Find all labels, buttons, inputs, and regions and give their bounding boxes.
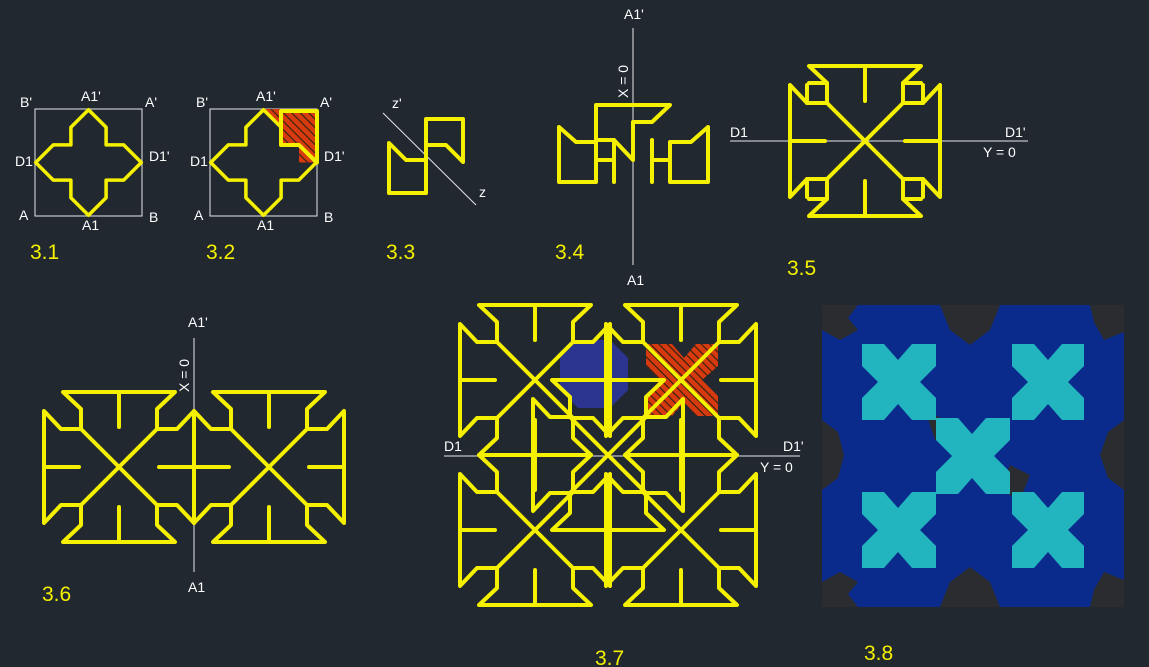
axis-label: X = 0: [176, 359, 192, 392]
hatched-quadrant-outline: [279, 109, 319, 165]
label-d1-prime: D1': [324, 148, 345, 164]
label-d1-prime: D1': [149, 148, 170, 164]
figure-3-4: A1' A1 X = 0 3.4: [555, 6, 710, 288]
motif-top: [594, 103, 672, 162]
label-a: A: [194, 207, 204, 223]
motif-right: [668, 125, 710, 184]
motif-piece-upper: [424, 117, 465, 164]
label-z-prime: z': [392, 95, 402, 111]
label-d1-prime: D1': [783, 438, 804, 454]
figure-3-3: z' z 3.3: [382, 95, 486, 264]
tile-left: [42, 390, 196, 544]
tile-center: [531, 378, 685, 532]
label-a1-prime: A1': [256, 88, 276, 104]
label-a: A: [19, 207, 29, 223]
label-a1: A1: [188, 579, 205, 595]
figure-number: 3.8: [864, 642, 893, 665]
label-d1-prime: D1': [1005, 124, 1026, 140]
motif-left: [557, 125, 598, 184]
diagonal-axis-z: [382, 112, 477, 206]
axis-label: Y = 0: [983, 144, 1016, 160]
label-a1: A1: [627, 272, 644, 288]
figure-number: 3.4: [555, 241, 585, 264]
label-d1: D1: [444, 438, 462, 454]
figure-3-8: 3.8: [822, 305, 1124, 665]
label-b-prime: B': [20, 94, 32, 110]
cross-motif: [33, 107, 144, 218]
label-a1: A1: [257, 217, 274, 233]
cyan-crosses: [862, 344, 1084, 568]
figure-number: 3.2: [206, 241, 235, 264]
label-a1: A1: [82, 217, 99, 233]
label-d1: D1: [730, 124, 748, 140]
ninefold-tile: [788, 64, 942, 218]
figure-number: 3.3: [386, 241, 415, 264]
figure-3-2: B' A1' A' D1 D1' A A1 B 3.2: [190, 88, 345, 264]
figure-number: 3.6: [42, 583, 71, 606]
label-a1-prime: A1': [81, 88, 101, 104]
axis-label: X = 0: [615, 65, 631, 98]
unit-square: [34, 108, 143, 217]
label-d1: D1: [190, 153, 208, 169]
figure-3-1: B' A1' A' D1 D1' A A1 B 3.1: [15, 88, 170, 264]
tile-right: [192, 390, 346, 544]
figure-number: 3.5: [787, 257, 816, 280]
label-a-prime: A': [145, 94, 157, 110]
label-b: B: [149, 209, 158, 225]
figure-number: 3.7: [595, 647, 624, 667]
label-z: z: [479, 184, 486, 200]
figure-number: 3.1: [30, 241, 59, 264]
label-b: B: [324, 209, 333, 225]
label-a-prime: A': [320, 94, 332, 110]
label-a1-prime: A1': [188, 314, 208, 330]
axis-label: Y = 0: [760, 459, 793, 475]
motif-piece-lower: [387, 141, 428, 195]
label-b-prime: B': [196, 94, 208, 110]
figure-3-5: D1 D1' Y = 0 3.5: [730, 64, 1028, 280]
label-a1-prime: A1': [624, 6, 644, 22]
figure-3-7: D1 D1' Y = 0 3.7: [444, 303, 804, 667]
label-d1: D1: [15, 153, 33, 169]
figure-3-6: A1' A1 X = 0 3.6: [42, 314, 346, 606]
